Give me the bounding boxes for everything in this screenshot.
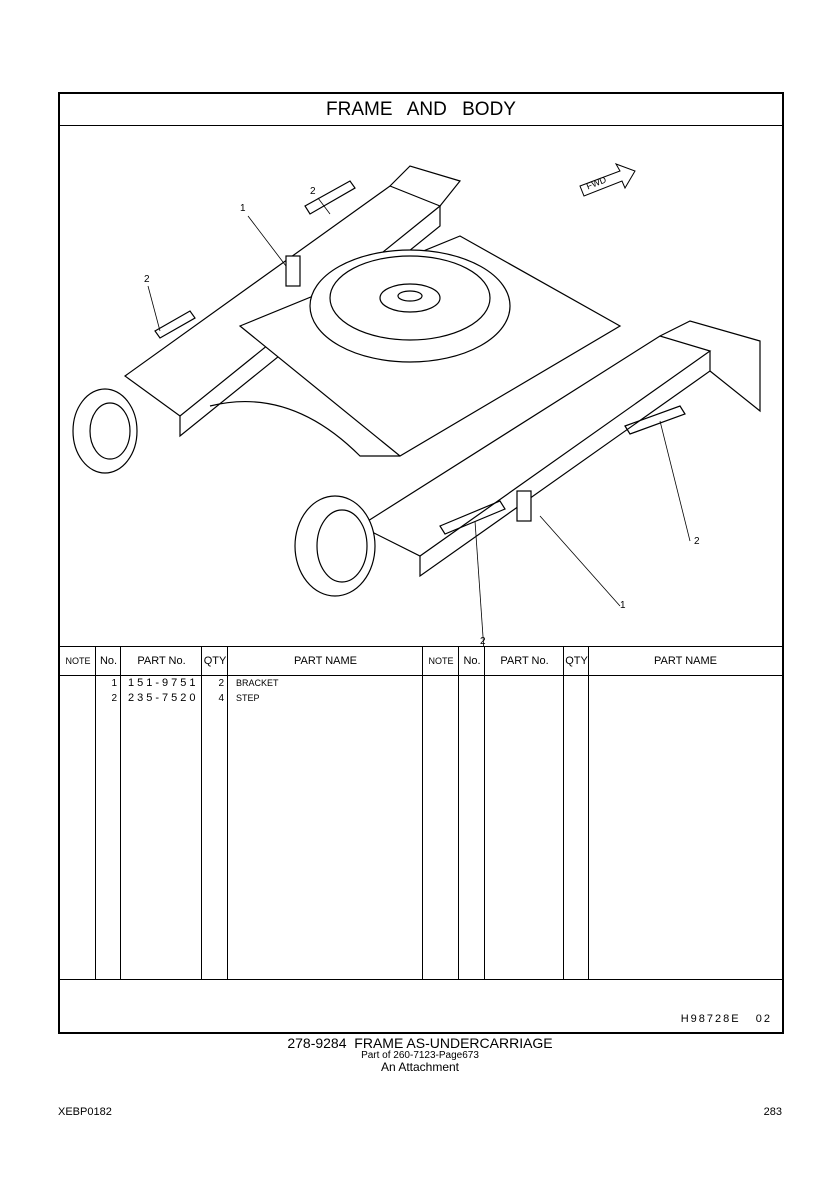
header-part-no-2: PART No.	[500, 655, 549, 667]
parts-illustration: 1 2 2 1 2 2 FWD	[60, 126, 782, 652]
col-no-2	[459, 647, 485, 980]
header-no: No.	[99, 655, 118, 667]
header-part-no: PART No.	[137, 655, 186, 667]
table-header: NOTE No. PART No. QTY PART NAME NOTE No.…	[60, 647, 782, 676]
illustration-code: H98728E 02	[681, 1013, 772, 1025]
part-number: 235-7520	[128, 692, 199, 704]
col-note-2	[423, 647, 459, 980]
callout-2: 2	[310, 186, 316, 197]
col-part-no-2	[485, 647, 564, 980]
item-no: 2	[111, 693, 117, 704]
assembly-type: An Attachment	[380, 1060, 460, 1074]
callout-2: 2	[694, 536, 700, 547]
callout-2: 2	[480, 636, 486, 647]
assembly-parent: Part of 260-7123-Page673	[361, 1050, 479, 1061]
item-no: 1	[111, 678, 117, 689]
col-no	[96, 647, 121, 980]
header-no-2: No.	[463, 655, 481, 667]
col-qty-2	[564, 647, 589, 980]
col-qty	[202, 647, 228, 980]
page-number: 283	[763, 1106, 782, 1118]
header-part-name-2: PART NAME	[654, 655, 717, 667]
quantity: 4	[218, 693, 224, 704]
header-part-name: PART NAME	[294, 655, 357, 667]
illustration-footer: H98728E 02	[60, 979, 782, 1033]
col-part-name	[228, 647, 423, 980]
part-number: 151-9751	[128, 677, 199, 689]
callout-2: 2	[144, 274, 150, 285]
part-name: STEP	[236, 693, 260, 703]
parts-table: NOTE No. PART No. QTY PART NAME NOTE No.…	[60, 646, 782, 980]
header-note-2: NOTE	[428, 656, 454, 666]
col-note	[60, 647, 96, 980]
callout-1: 1	[240, 203, 246, 214]
col-part-no	[121, 647, 202, 980]
quantity: 2	[218, 678, 224, 689]
illustration-revision: 02	[755, 1013, 772, 1025]
header-note: NOTE	[65, 656, 91, 666]
part-name: BRACKET	[236, 678, 279, 688]
assembly-caption: 278-9284 FRAME AS-UNDERCARRIAGE	[287, 1035, 553, 1051]
illustration-code-text: H98728E	[680, 1013, 741, 1025]
callout-1: 1	[620, 600, 626, 611]
document-id: XEBP0182	[58, 1106, 112, 1118]
parts-frame: FRAME AND BODY	[58, 92, 784, 1034]
header-qty-2: QTY	[565, 655, 588, 667]
header-qty: QTY	[203, 655, 227, 667]
page-title: FRAME AND BODY	[60, 94, 782, 126]
